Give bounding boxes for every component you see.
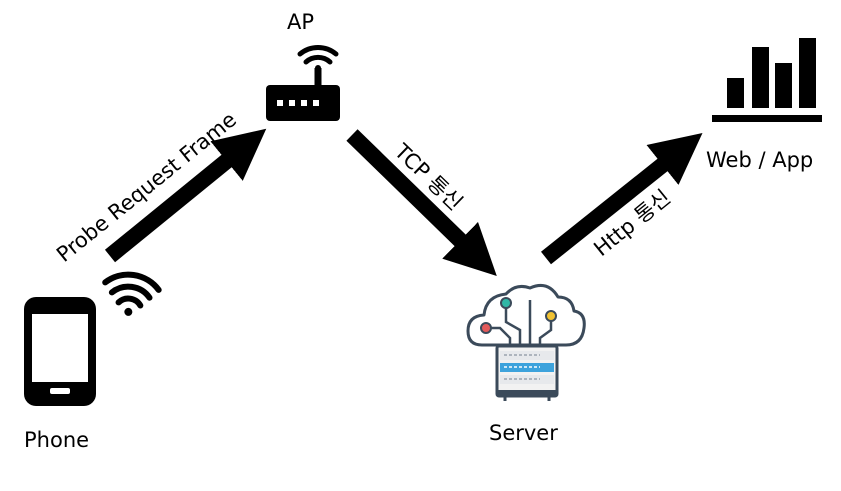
arrow-server-to-web bbox=[541, 133, 703, 265]
phone-label: Phone bbox=[24, 428, 90, 452]
ap-label: AP bbox=[287, 10, 315, 34]
cloud-server-icon bbox=[466, 284, 586, 401]
router-icon bbox=[266, 45, 340, 121]
bar-chart-icon bbox=[712, 38, 822, 122]
arrow-phone-to-ap bbox=[104, 128, 267, 263]
web-app-label: Web / App bbox=[706, 148, 814, 172]
wifi-icon bbox=[102, 271, 162, 316]
arrow-ap-to-server bbox=[346, 129, 497, 277]
smartphone-icon bbox=[24, 297, 96, 406]
server-label: Server bbox=[489, 421, 558, 445]
